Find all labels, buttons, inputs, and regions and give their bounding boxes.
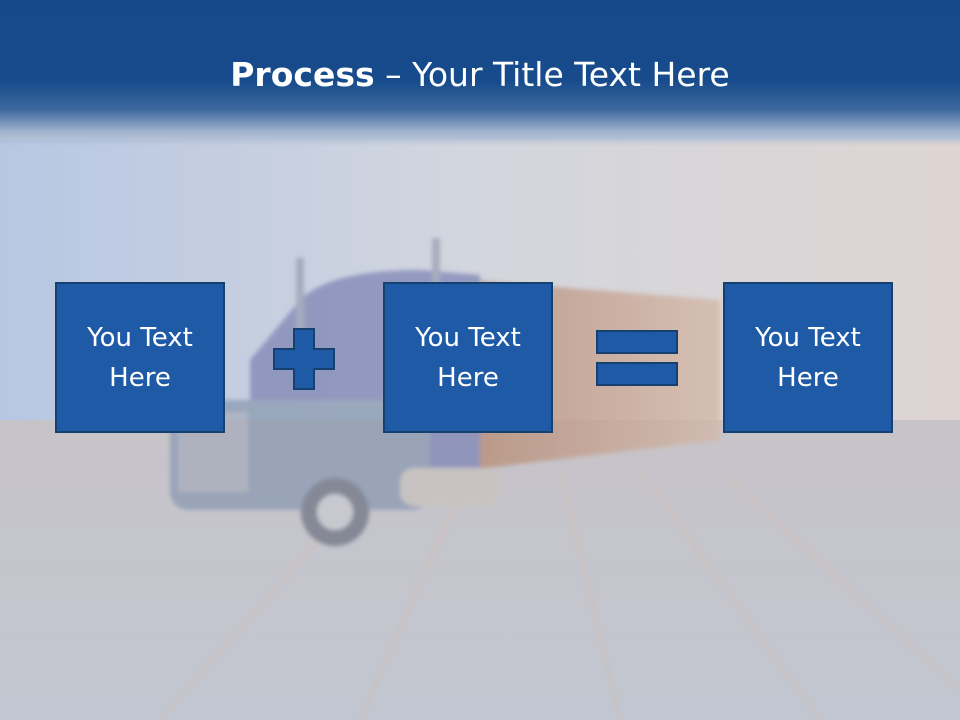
process-box-3[interactable]: You Text Here: [723, 282, 893, 433]
process-box-2-text: You Text Here: [415, 322, 521, 393]
slide-title[interactable]: Process – Your Title Text Here: [0, 52, 960, 98]
process-box-1[interactable]: You Text Here: [55, 282, 225, 433]
process-box-2[interactable]: You Text Here: [383, 282, 553, 433]
process-box-3-text: You Text Here: [755, 322, 861, 393]
title-strong: Process: [230, 55, 375, 94]
title-rest: – Your Title Text Here: [374, 55, 730, 94]
plus-icon: [273, 328, 335, 390]
equals-icon: [596, 330, 678, 386]
process-box-1-text: You Text Here: [87, 322, 193, 393]
header-bar: [0, 0, 960, 146]
